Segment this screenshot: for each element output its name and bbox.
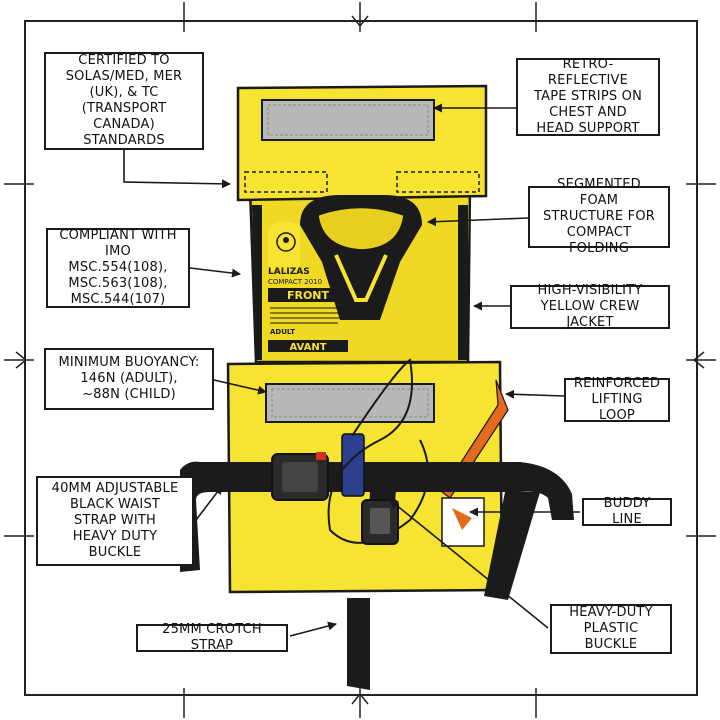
label-adult: ADULT [270, 328, 295, 336]
callout-crotch-strap: 25MM CROTCH STRAP [136, 622, 288, 653]
callout-reflective: RETRO-REFLECTIVE TAPE STRIPS ON CHEST AN… [516, 57, 660, 136]
label-model: COMPACT 2010 [268, 278, 322, 286]
callout-buddy-line: BUDDY LINE [582, 496, 672, 527]
buddy-line-cord [327, 358, 429, 544]
callout-waist-strap: 40MM ADJUSTABLE BLACK WAIST STRAP WITH H… [36, 476, 194, 566]
callout-hivis: HIGH-VISIBILITY YELLOW CREW JACKET [510, 283, 670, 330]
crotch-strap [347, 598, 370, 690]
plastic-buckle [361, 499, 399, 545]
callout-certified: CERTIFIED TO SOLAS/MED, MER (UK), & TC (… [44, 52, 204, 150]
callout-foam: SEGMENTED FOAM STRUCTURE FOR COMPACT FOL… [528, 177, 670, 256]
label-brand: LALIZAS [268, 267, 310, 277]
callout-plastic-buckle: HEAVY-DUTY PLASTIC BUCKLE [550, 604, 672, 654]
callout-buoyancy: MINIMUM BUOYANCY: 146N (ADULT), ~88N (CH… [44, 348, 214, 410]
callout-lifting-loop: REINFORCED LIFTING LOOP [564, 376, 670, 423]
label-avant: AVANT [289, 342, 326, 353]
product-label: LALIZAS COMPACT 2010 FRONT ADULT AVANT [268, 232, 348, 353]
callout-compliant: COMPLIANT WITH IMO MSC.554(108), MSC.563… [46, 228, 190, 308]
waist-buckle [271, 452, 329, 501]
registration-marks [4, 2, 716, 718]
label-front: FRONT [287, 289, 330, 302]
reflective-strip-head [261, 99, 435, 141]
